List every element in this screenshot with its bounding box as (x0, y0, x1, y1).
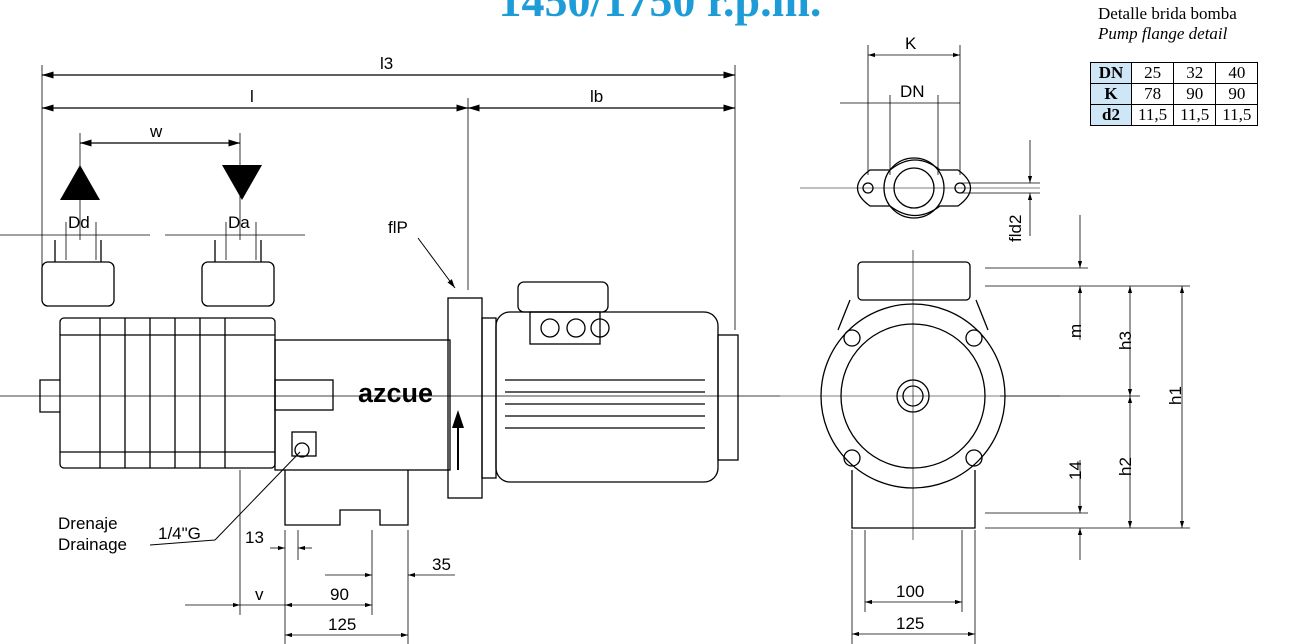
drain-label-en: Drainage (58, 535, 127, 554)
dim-w-label: w (150, 122, 163, 141)
dim-fip-label: flP (388, 218, 408, 237)
dim-fld2-label: fld2 (1006, 214, 1025, 242)
table-cell: 32 (1173, 62, 1217, 84)
dim-l-label: l (250, 87, 254, 106)
dim-dd-label: Dd (68, 213, 90, 232)
brand-logo: azcue (358, 378, 434, 408)
flange-title-es: Detalle brida bomba (1098, 4, 1237, 23)
table-cell: 25 (1130, 62, 1175, 84)
dim-90-label: 90 (330, 585, 349, 604)
flange-detail-view (800, 45, 1040, 236)
dim-125-label: 125 (328, 615, 357, 634)
table-row: K 78 90 90 (1090, 83, 1259, 105)
drain-label-es: Drenaje (58, 514, 118, 533)
table-cell: 11,5 (1130, 104, 1175, 126)
dim-k-label: K (905, 34, 917, 53)
pump-side-view (39, 240, 739, 526)
dim-da-label: Da (228, 213, 250, 232)
dim-14-label: 14 (1066, 461, 1085, 480)
dim-h1-label: h1 (1166, 386, 1185, 405)
discharge-arrow-icon (60, 165, 100, 200)
dim-l3-label: l3 (380, 54, 394, 73)
table-cell: 11,5 (1173, 104, 1217, 126)
row-label: K (1090, 83, 1132, 105)
table-row: d2 11,5 11,5 11,5 (1090, 104, 1259, 126)
dim-35-label: 35 (432, 555, 451, 574)
table-cell: 11,5 (1215, 104, 1259, 126)
dim-100-label: 100 (896, 582, 925, 601)
flange-title-en: Pump flange detail (1098, 24, 1228, 43)
table-cell: 90 (1173, 83, 1217, 105)
flange-table: DN 25 32 40 K 78 90 90 d2 11,5 11,5 11,5 (1090, 62, 1259, 126)
page-title: 1450/1750 r.p.m. (498, 0, 822, 26)
dim-h2-label: h2 (1116, 457, 1135, 476)
drain-size-label: 1/4"G (158, 524, 201, 543)
dim-dn-label: DN (900, 82, 925, 101)
dim-lb-label: lb (590, 87, 604, 106)
pump-front-view (780, 215, 1190, 644)
flange-detail-caption: Detalle brida bomba Pump flange detail (1098, 4, 1237, 44)
table-cell: 40 (1215, 62, 1259, 84)
dim-h3-label: h3 (1116, 331, 1135, 350)
row-label: DN (1090, 62, 1132, 84)
dim-m-label: m (1066, 323, 1085, 338)
dim-13-label: 13 (245, 528, 264, 547)
table-cell: 90 (1215, 83, 1259, 105)
table-cell: 78 (1130, 83, 1175, 105)
dim-v-label: v (255, 585, 264, 604)
dim-125-front-label: 125 (896, 614, 925, 633)
table-row: DN 25 32 40 (1090, 62, 1259, 84)
suction-arrow-icon (222, 165, 262, 200)
rotation-arrow-icon (452, 410, 464, 428)
row-label: d2 (1090, 104, 1132, 126)
